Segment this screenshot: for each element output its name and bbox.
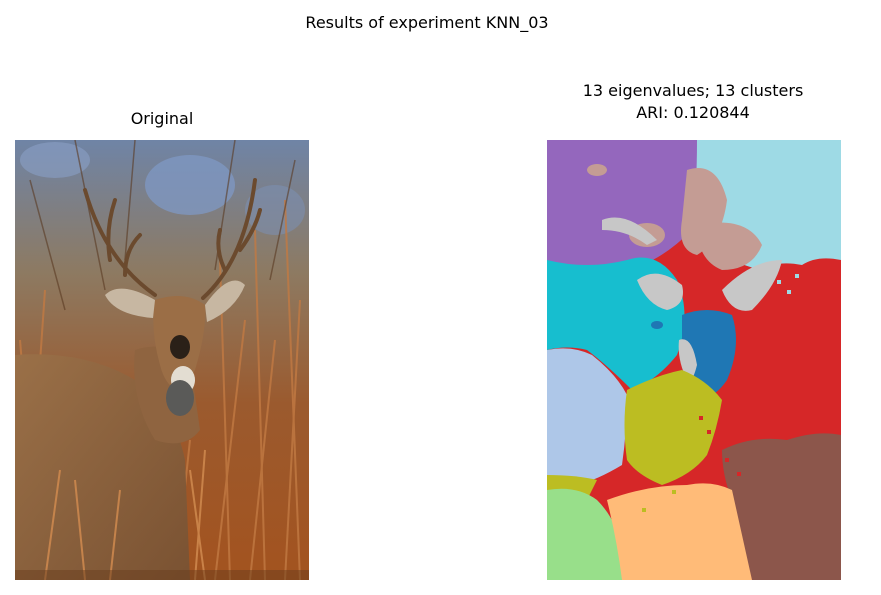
segmentation-title: 13 eigenvalues; 13 clusters ARI: 0.12084… [493,80,881,124]
segmentation-title-line2: ARI: 0.120844 [636,103,750,122]
figure-title: Results of experiment KNN_03 [305,13,549,32]
original-deer-photo [15,140,309,580]
original-image-title: Original [130,109,194,128]
segmentation-title-line1: 13 eigenvalues; 13 clusters [582,81,804,100]
segmentation-map [547,140,841,580]
